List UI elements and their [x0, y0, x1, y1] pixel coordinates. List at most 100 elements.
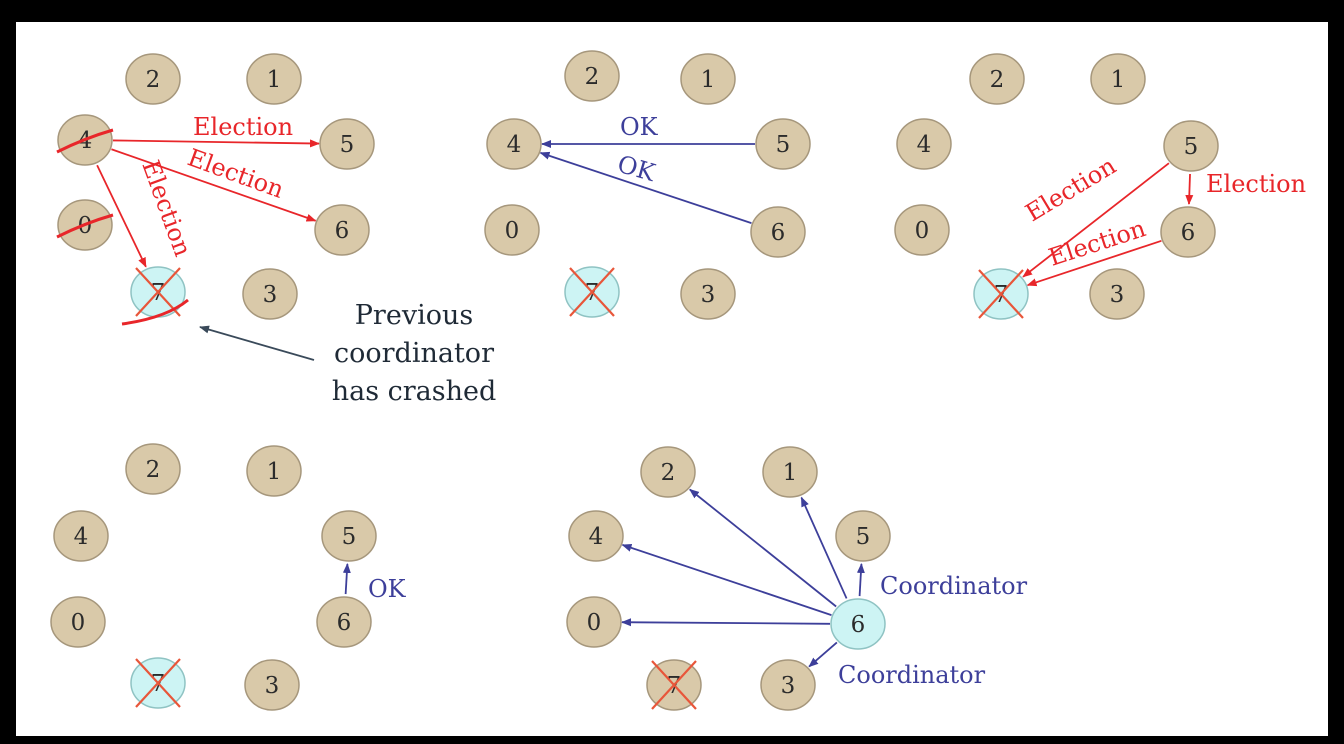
- node-circle: [760, 659, 816, 711]
- process-node-2: 2: [640, 446, 696, 498]
- edge-label-ok: OK: [620, 113, 659, 141]
- node-circle: [835, 510, 891, 562]
- node-circle: [50, 596, 106, 648]
- process-node-6: 6: [750, 206, 806, 258]
- crashed-cross-mark: [978, 269, 1024, 319]
- process-node-3: 3: [760, 659, 816, 711]
- process-node-0: 0: [50, 596, 106, 648]
- process-node-0: 0: [56, 199, 114, 251]
- process-node-5: 5: [835, 510, 891, 562]
- process-node-6: 6: [1160, 206, 1216, 258]
- edge-ok-6-to-0: [620, 618, 831, 627]
- edge-label-election: Election: [1021, 152, 1121, 228]
- process-node-1: 1: [1090, 53, 1146, 105]
- node-label: 3: [265, 673, 280, 699]
- node-label: 5: [340, 132, 355, 158]
- node-label: 4: [917, 132, 932, 158]
- node-circle: [566, 596, 622, 648]
- node-label: 1: [267, 67, 282, 93]
- edge-label-election: Election: [1206, 170, 1306, 198]
- strike-mark: [121, 298, 189, 326]
- node-circle: [896, 118, 952, 170]
- strike-mark: [56, 128, 114, 154]
- node-circle: [755, 118, 811, 170]
- node-circle: [53, 510, 109, 562]
- node-label: 3: [781, 673, 796, 699]
- edge-election-4-to-7: [96, 164, 147, 268]
- crashed-cross-mark: [135, 267, 181, 317]
- process-node-7: 7: [973, 268, 1029, 320]
- node-circle: [830, 598, 886, 650]
- edge-ok-6-to-5: [856, 562, 865, 597]
- caption-line: Previous: [355, 300, 473, 331]
- process-node-5: 5: [321, 510, 377, 562]
- edge-election-4-to-6: [111, 148, 317, 222]
- process-node-4: 4: [56, 114, 114, 166]
- crashed-cross-mark: [651, 660, 697, 710]
- process-node-3: 3: [244, 659, 300, 711]
- caption-pointer-arrow: [199, 325, 315, 361]
- edge-election-5-to-6: [1185, 173, 1194, 206]
- node-circle: [564, 50, 620, 102]
- edge-ok-6-to-5: [342, 562, 351, 595]
- process-node-4: 4: [568, 510, 624, 562]
- edge-election-6-to-7: [1026, 239, 1162, 287]
- node-circle: [894, 204, 950, 256]
- process-node-1: 1: [246, 445, 302, 497]
- process-node-3: 3: [1089, 268, 1145, 320]
- process-node-2: 2: [125, 53, 181, 105]
- node-circle: [1090, 53, 1146, 105]
- node-circle: [319, 118, 375, 170]
- process-node-7: 7: [646, 659, 702, 711]
- crashed-cross-mark: [569, 267, 615, 317]
- node-circle: [680, 53, 736, 105]
- node-label: 2: [585, 64, 600, 90]
- edge-ok-6-to-4: [621, 543, 832, 616]
- node-label: 6: [337, 610, 352, 636]
- node-label: 0: [587, 610, 602, 636]
- node-circle: [125, 53, 181, 105]
- crashed-cross-mark: [135, 658, 181, 708]
- process-node-6: 6: [314, 204, 370, 256]
- node-circle: [242, 268, 298, 320]
- node-circle: [321, 510, 377, 562]
- process-node-2: 2: [564, 50, 620, 102]
- edge-label-ok: OK: [614, 150, 659, 188]
- process-node-1: 1: [680, 53, 736, 105]
- process-node-1: 1: [246, 53, 302, 105]
- process-node-2: 2: [125, 443, 181, 495]
- node-label: 6: [771, 220, 786, 246]
- process-node-4: 4: [53, 510, 109, 562]
- node-label: 6: [335, 218, 350, 244]
- process-node-4: 4: [896, 118, 952, 170]
- process-node-0: 0: [566, 596, 622, 648]
- node-label: 5: [1184, 134, 1199, 160]
- node-label: 1: [701, 67, 716, 93]
- process-node-1: 1: [762, 446, 818, 498]
- node-label: 6: [851, 612, 866, 638]
- process-node-6: 6: [830, 598, 886, 650]
- node-label: 5: [856, 524, 871, 550]
- node-label: 1: [1111, 67, 1126, 93]
- node-label: 2: [990, 67, 1005, 93]
- process-node-2: 2: [969, 53, 1025, 105]
- caption-line: has crashed: [332, 376, 497, 407]
- process-node-6: 6: [316, 596, 372, 648]
- edge-label-ok: Coordinator: [838, 661, 986, 689]
- edge-election-4-to-5: [112, 139, 321, 148]
- edge-label-election: Election: [136, 156, 197, 260]
- edge-election-5-to-7: [1022, 162, 1170, 278]
- process-node-5: 5: [755, 118, 811, 170]
- node-label: 5: [776, 132, 791, 158]
- node-label: 2: [146, 67, 161, 93]
- process-node-3: 3: [242, 268, 298, 320]
- node-label: 4: [589, 524, 604, 550]
- node-circle: [969, 53, 1025, 105]
- node-circle: [125, 443, 181, 495]
